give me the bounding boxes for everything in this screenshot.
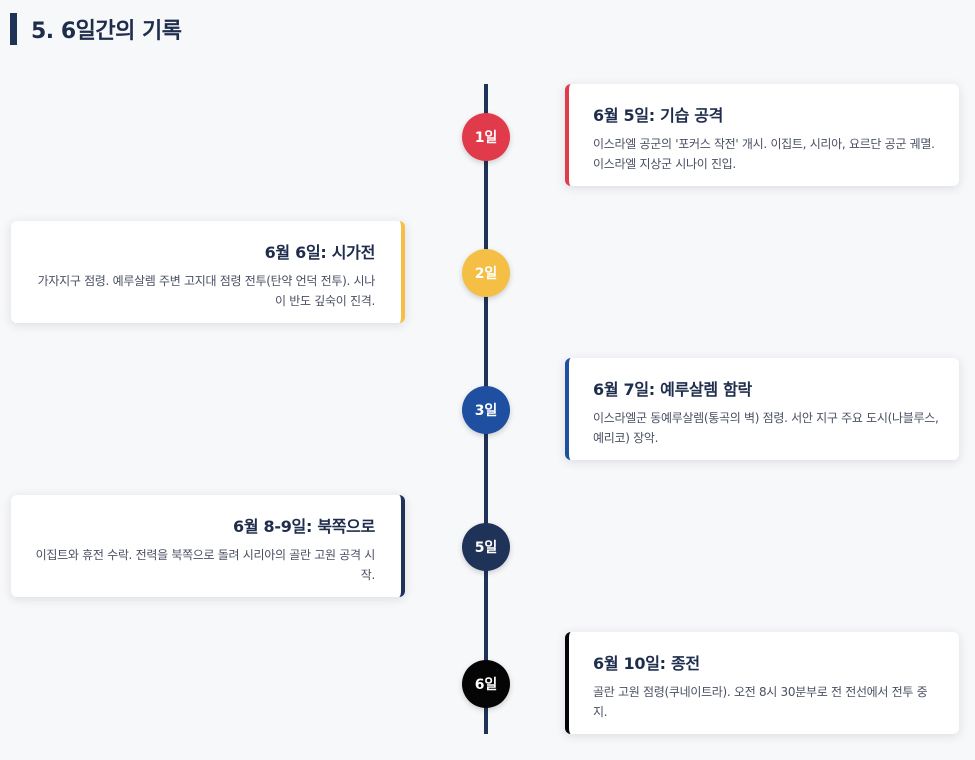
timeline-node-day-2: 2일 <box>462 249 510 297</box>
timeline-card-june-5: 6월 5일: 기습 공격 이스라엘 공군의 '포커스 작전' 개시. 이집트, … <box>565 84 959 186</box>
timeline-node-day-1: 1일 <box>462 113 510 161</box>
timeline-node-day-5: 5일 <box>462 523 510 571</box>
card-title: 6월 10일: 종전 <box>593 654 700 673</box>
card-title: 6월 8-9일: 북쪽으로 <box>233 517 375 536</box>
timeline-card-june-10: 6월 10일: 종전 골란 고원 점령(쿠네이트라). 오전 8시 30분부로 … <box>565 632 959 734</box>
card-description: 이스라엘 공군의 '포커스 작전' 개시. 이집트, 시리아, 요르단 공군 궤… <box>593 137 935 171</box>
card-title: 6월 6일: 시가전 <box>264 243 376 262</box>
timeline-card-june-7: 6월 7일: 예루살렘 함락 이스라엘군 동예루살렘(통곡의 벽) 점령. 서안… <box>565 358 959 460</box>
timeline-node-day-6: 6일 <box>462 660 510 708</box>
card-description: 가자지구 점령. 예루살렘 주변 고지대 점령 전투(탄약 언덕 전투). 시나… <box>37 274 376 308</box>
timeline-card-june-6: 6월 6일: 시가전 가자지구 점령. 예루살렘 주변 고지대 점령 전투(탄약… <box>11 221 405 323</box>
card-description: 이스라엘군 동예루살렘(통곡의 벽) 점령. 서안 지구 주요 도시(나블루스,… <box>593 411 939 445</box>
title-accent-bar <box>10 13 17 45</box>
card-title: 6월 5일: 기습 공격 <box>593 106 724 125</box>
card-description: 골란 고원 점령(쿠네이트라). 오전 8시 30분부로 전 전선에서 전투 중… <box>593 685 928 719</box>
timeline-card-june-8-9: 6월 8-9일: 북쪽으로 이집트와 휴전 수락. 전력을 북쪽으로 돌려 시리… <box>11 495 405 597</box>
card-title: 6월 7일: 예루살렘 함락 <box>593 380 752 399</box>
timeline-node-day-3: 3일 <box>462 386 510 434</box>
section-title: 5. 6일간의 기록 <box>31 19 182 44</box>
card-description: 이집트와 휴전 수락. 전력을 북쪽으로 돌려 시리아의 골란 고원 공격 시작… <box>35 548 376 582</box>
section-header: 5. 6일간의 기록 <box>10 12 182 46</box>
